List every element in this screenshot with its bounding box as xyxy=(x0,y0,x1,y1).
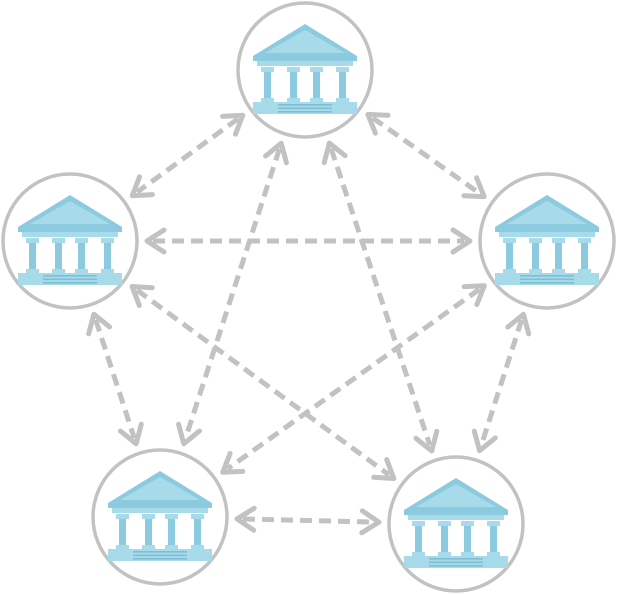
dashed-connection-line xyxy=(135,288,391,477)
arrowhead-icon xyxy=(461,283,487,308)
edge-bank-bottom-left-to-bank-bottom-right xyxy=(234,505,382,536)
dashed-connection-line xyxy=(183,148,282,439)
edge-bank-right-to-bank-bottom-right xyxy=(471,311,532,454)
node-bank-right xyxy=(478,172,616,310)
dashed-connection-line xyxy=(479,319,524,446)
arrowhead-icon xyxy=(263,140,289,166)
arrowhead-icon xyxy=(144,227,167,255)
arrowhead-icon xyxy=(413,428,440,454)
node-circle xyxy=(478,172,616,310)
node-circle xyxy=(91,448,229,586)
arrowhead-icon xyxy=(176,421,202,447)
arrowhead-icon xyxy=(321,140,348,166)
arrowhead-icon xyxy=(365,111,391,136)
edge-bank-top-to-bank-bottom-left xyxy=(176,140,289,447)
edge-bank-top-to-bank-bottom-right xyxy=(321,140,440,454)
arrowhead-icon xyxy=(359,508,382,536)
arrowhead-icon xyxy=(129,174,155,199)
arrowhead-icon xyxy=(234,505,257,533)
node-bank-top xyxy=(236,1,374,139)
node-bank-bottom-right xyxy=(387,455,525,593)
arrowhead-icon xyxy=(505,311,532,337)
edge-bank-left-to-bank-bottom-left xyxy=(86,311,144,447)
dashed-connection-line xyxy=(135,116,240,195)
connections-layer xyxy=(86,111,532,536)
edge-bank-right-to-bank-bottom-left xyxy=(220,283,487,475)
dashed-connection-line xyxy=(371,115,481,196)
node-bank-bottom-left xyxy=(91,448,229,586)
node-circle xyxy=(1,172,139,310)
arrowhead-icon xyxy=(371,457,397,481)
edge-bank-top-to-bank-right xyxy=(365,111,487,200)
arrowhead-icon xyxy=(471,428,498,454)
arrowhead-icon xyxy=(129,284,155,308)
edge-bank-left-to-bank-right xyxy=(144,227,473,255)
arrowhead-icon xyxy=(117,421,144,447)
arrowhead-icon xyxy=(450,227,473,255)
node-circle xyxy=(387,455,525,593)
arrowhead-icon xyxy=(86,311,113,337)
dashed-connection-line xyxy=(328,147,433,447)
dashed-connection-line xyxy=(242,516,374,525)
arrowhead-icon xyxy=(220,450,246,475)
arrowhead-icon xyxy=(461,175,487,200)
edge-bank-left-to-bank-bottom-right xyxy=(129,284,397,481)
node-bank-left xyxy=(1,172,139,310)
dashed-connection-line xyxy=(93,319,137,439)
dashed-connection-line xyxy=(226,287,481,471)
node-circle xyxy=(236,1,374,139)
edge-bank-top-to-bank-left xyxy=(129,112,246,199)
arrowhead-icon xyxy=(220,112,246,137)
